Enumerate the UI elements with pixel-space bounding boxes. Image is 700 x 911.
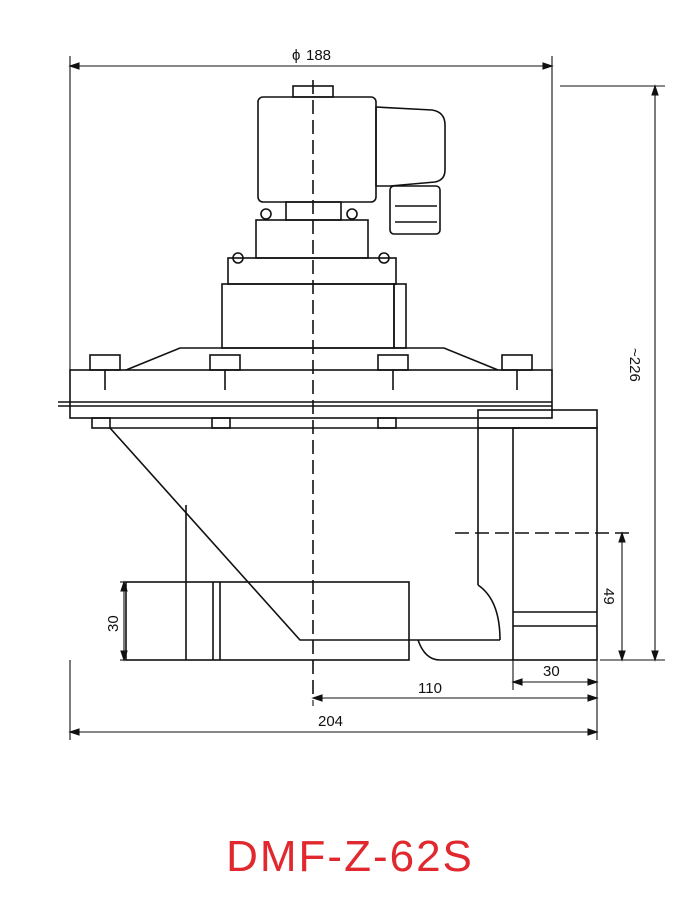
connector-cable-gland [389, 185, 441, 235]
dim-inlet-height: 30 [105, 615, 122, 632]
dim-overall-height: ~226 [626, 348, 643, 382]
dim-outlet-depth: 30 [543, 663, 560, 680]
flange [69, 369, 553, 419]
dim-outlet-offset: 49 [600, 588, 617, 605]
bonnet-cap [227, 257, 397, 285]
diaphragm-cover [125, 347, 499, 371]
dim-center-to-outlet: 110 [418, 680, 442, 697]
dim-diameter-symbol: ϕ [292, 47, 300, 64]
inlet-port [125, 581, 410, 661]
solenoid-coil [257, 96, 377, 203]
bonnet-body [221, 283, 395, 349]
dim-flange-diameter: 188 [306, 47, 331, 64]
pilot-body [255, 219, 369, 259]
connector-plug [375, 106, 446, 187]
valve-body [109, 427, 500, 641]
dim-overall-width: 204 [318, 713, 343, 730]
model-title: DMF-Z-62S [226, 832, 474, 881]
